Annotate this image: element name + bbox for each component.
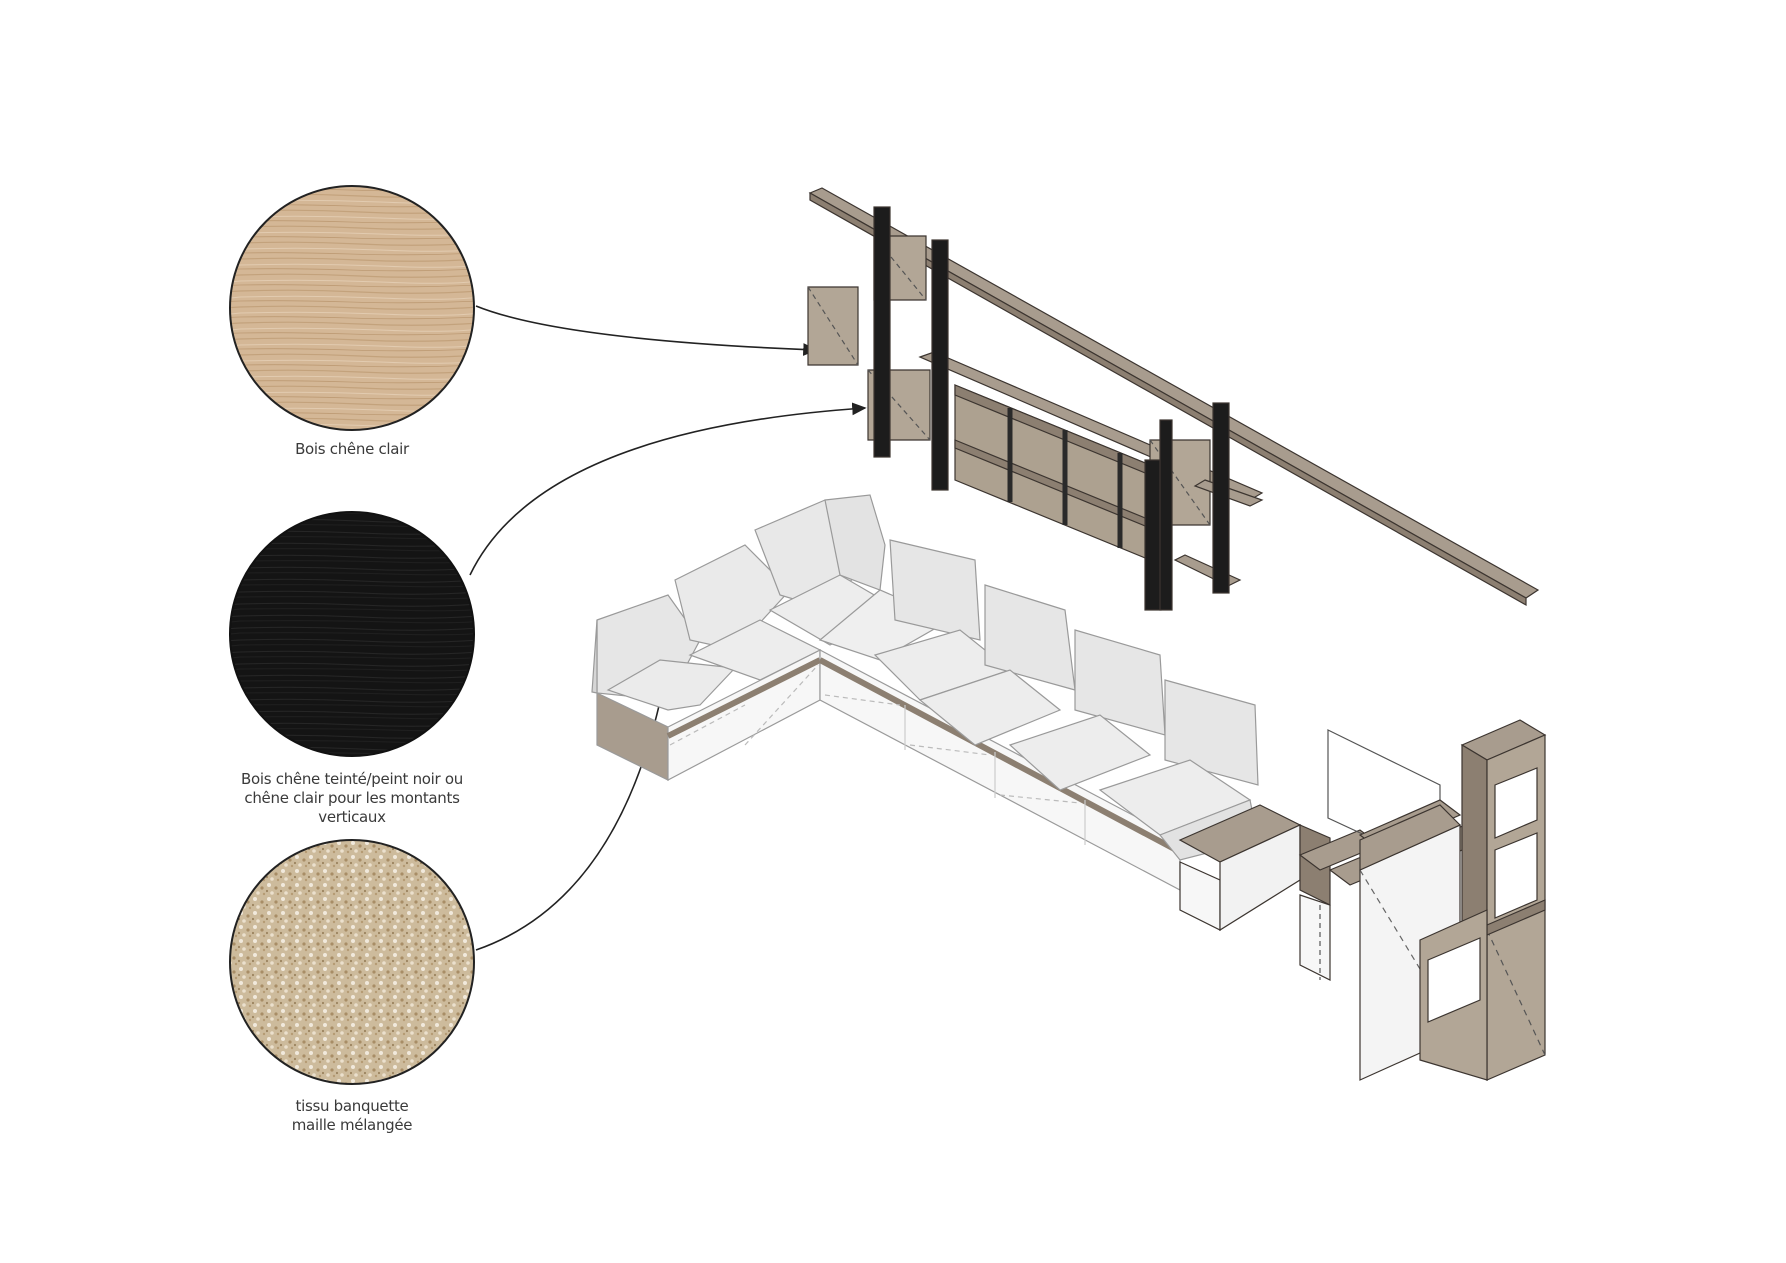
caption-black-oak: Bois chêne teinté/peint noir ou chêne cl… xyxy=(241,770,463,826)
leader-line-oak xyxy=(475,305,818,356)
corner-bench-sofa xyxy=(591,494,1259,891)
stair-bench-block xyxy=(1178,719,1547,1081)
leader-line-black xyxy=(469,402,867,576)
swatch-light-oak xyxy=(229,185,475,431)
caption-melange-fabric: tissu banquette maille mélangée xyxy=(291,1097,413,1134)
swatch-black-oak xyxy=(229,511,475,757)
caption-light-oak: Bois chêne clair xyxy=(295,440,409,458)
wall-shelving-unit xyxy=(807,187,1540,611)
swatch-melange-fabric xyxy=(229,839,475,1085)
